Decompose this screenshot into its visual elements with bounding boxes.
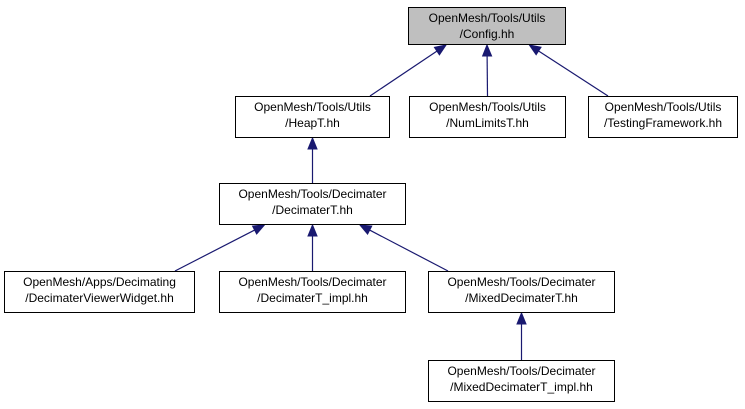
arrowhead-testing-to-config	[528, 44, 542, 56]
node-heapt-hh-line1: OpenMesh/Tools/Utils	[254, 100, 371, 114]
node-testingframework-hh[interactable]: OpenMesh/Tools/Utils /TestingFramework.h…	[588, 96, 738, 138]
node-decimaterviewerwidget-hh[interactable]: OpenMesh/Apps/Decimating /DecimaterViewe…	[4, 271, 195, 313]
node-heapt-hh[interactable]: OpenMesh/Tools/Utils /HeapT.hh	[235, 96, 390, 138]
node-heapt-hh-line2: /HeapT.hh	[285, 116, 340, 130]
node-decimatert-hh-line2: /DecimaterT.hh	[272, 203, 353, 217]
node-testingframework-hh-line1: OpenMesh/Tools/Utils	[604, 100, 722, 114]
node-mixeddecimatert-impl-hh-line1: OpenMesh/Tools/Decimater	[447, 364, 596, 378]
node-mixeddecimatert-hh-line1: OpenMesh/Tools/Decimater	[447, 275, 596, 289]
arrowhead-mixedimpl-to-mixed	[516, 311, 527, 325]
node-decimaterviewerwidget-hh-line1: OpenMesh/Apps/Decimating	[23, 275, 176, 289]
node-decimatert-hh[interactable]: OpenMesh/Tools/Decimater /DecimaterT.hh	[219, 183, 406, 225]
arrowhead-heapt-to-config	[433, 44, 448, 56]
node-decimatert-hh-line1: OpenMesh/Tools/Decimater	[238, 187, 387, 201]
node-mixeddecimatert-impl-hh-line2: /MixedDecimaterT_impl.hh	[450, 380, 593, 394]
arrowhead-mixed-to-decimater	[358, 224, 373, 235]
node-testingframework-hh-line2: /TestingFramework.hh	[603, 116, 723, 130]
node-mixeddecimatert-hh[interactable]: OpenMesh/Tools/Decimater /MixedDecimater…	[428, 271, 615, 313]
edge-viewer-to-decimater	[174, 229, 255, 272]
node-mixeddecimatert-hh-line2: /MixedDecimaterT.hh	[465, 291, 578, 305]
edge-mixed-to-decimater	[369, 229, 449, 272]
node-config-hh-line1: OpenMesh/Tools/Utils	[428, 11, 546, 25]
arrowhead-numlimits-to-config	[481, 43, 493, 57]
node-decimaterviewerwidget-hh-line2: /DecimaterViewerWidget.hh	[25, 291, 174, 305]
edge-testing-to-config	[538, 50, 609, 97]
node-decimatert-impl-hh-line2: /DecimaterT_impl.hh	[257, 291, 368, 305]
node-config-hh[interactable]: OpenMesh/Tools/Utils /Config.hh	[408, 7, 566, 45]
node-numlimitst-hh-line2: /NumLimitsT.hh	[446, 116, 529, 130]
arrowhead-viewer-to-decimater	[251, 224, 266, 235]
node-config-hh-line2: /Config.hh	[459, 27, 515, 41]
node-numlimitst-hh-line1: OpenMesh/Tools/Utils	[429, 100, 546, 114]
edge-heapt-to-config	[369, 50, 438, 97]
node-mixeddecimatert-impl-hh[interactable]: OpenMesh/Tools/Decimater /MixedDecimater…	[428, 360, 615, 402]
arrowhead-decimater-to-heapt	[307, 136, 318, 150]
arrowhead-decimpl-to-decimater	[307, 223, 318, 237]
node-numlimitst-hh[interactable]: OpenMesh/Tools/Utils /NumLimitsT.hh	[409, 96, 566, 138]
node-decimatert-impl-hh-line1: OpenMesh/Tools/Decimater	[238, 275, 387, 289]
node-decimatert-impl-hh[interactable]: OpenMesh/Tools/Decimater /DecimaterT_imp…	[219, 271, 406, 313]
